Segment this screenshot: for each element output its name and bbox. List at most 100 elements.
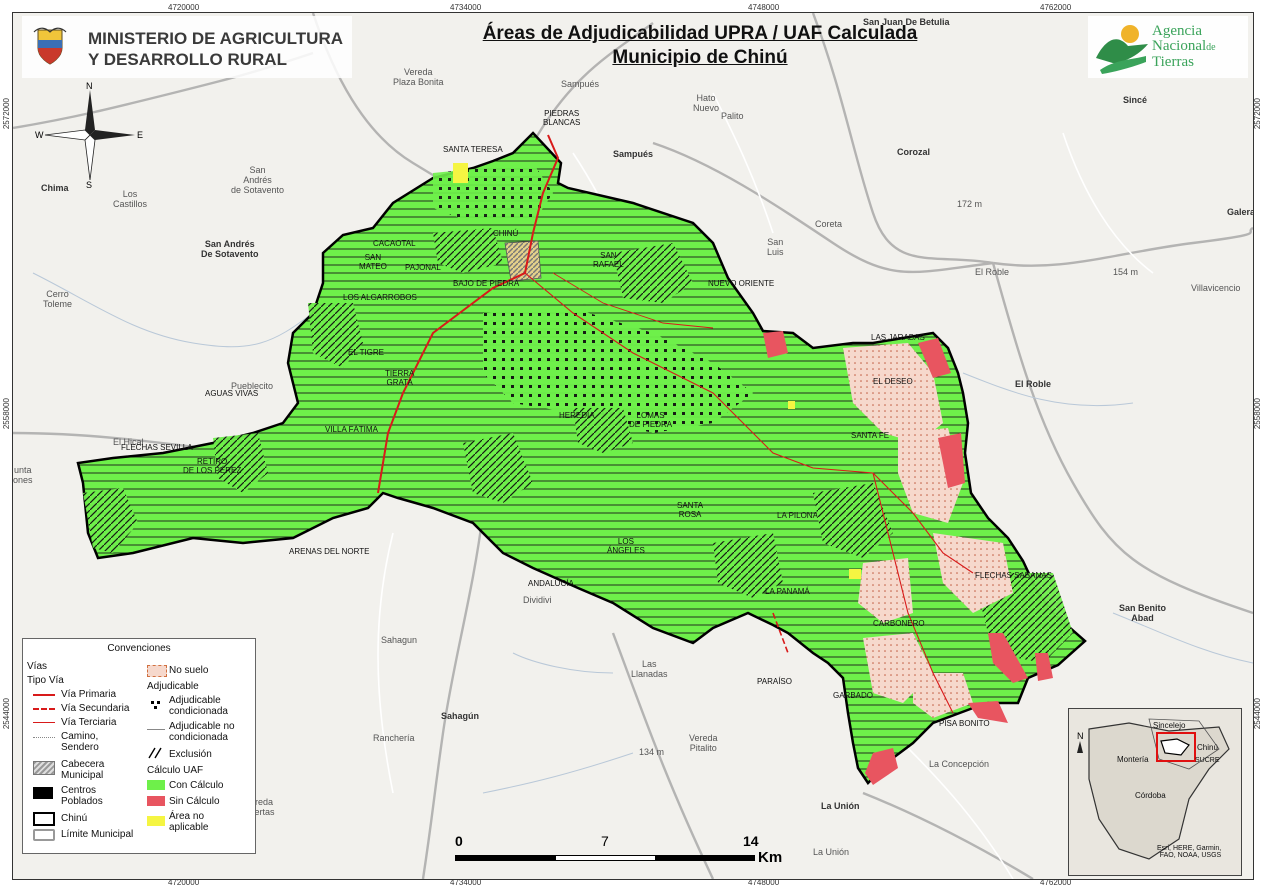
bg-place-since: Sincé xyxy=(1123,95,1148,105)
colombia-crest-icon xyxy=(33,27,67,65)
north-letter: N xyxy=(86,81,93,91)
place-label-tierra: TIERRA GRATA xyxy=(385,369,415,387)
place-label-retiro: RETIRO DE LOS PÉREZ xyxy=(183,457,242,475)
place-label-piedras: PIEDRAS BLANCAS xyxy=(543,109,581,127)
rivers xyxy=(32,272,1253,794)
legend-primaria: Vía Primaria xyxy=(61,689,117,700)
inset-map[interactable]: N Sincelejo Chinú Montería SUCRE Córdoba… xyxy=(1068,708,1242,876)
inset-cordoba: Córdoba xyxy=(1135,791,1166,800)
legend-cabecera: Cabecera Municipal xyxy=(61,759,105,781)
bg-place-roble2: El Roble xyxy=(1015,379,1052,389)
coord-top-3: 4748000 xyxy=(748,3,780,12)
via-terciaria-3 xyxy=(552,272,714,329)
legend-header: Convenciones xyxy=(107,643,171,654)
legend-calculo: Cálculo UAF xyxy=(147,765,204,776)
inset-credits: Esri, HERE, Garmin, FAO, NOAA, USGS xyxy=(1157,845,1222,859)
place-label-carbonero: CARBONERO xyxy=(873,619,925,628)
place-label-jarabas: LAS JARABAS xyxy=(871,333,925,342)
place-label-rosa: SANTA ROSA xyxy=(677,501,704,519)
place-label-andalucia: ANDALUCÍA xyxy=(528,579,574,588)
inset-sucre: SUCRE xyxy=(1195,757,1220,764)
ministry-line2: Y DESARROLLO RURAL xyxy=(88,50,287,69)
legend-camino-swatch xyxy=(33,737,55,738)
via-primaria xyxy=(377,134,560,494)
legend-sin-calculo: Sin Cálculo xyxy=(169,796,220,807)
bg-place-toleme: Cerro Toleme xyxy=(43,289,73,309)
place-label-mateo: SAN MATEO xyxy=(359,253,387,271)
place-label-pilona: LA PILONA xyxy=(777,511,818,520)
agency-line1: Agencia xyxy=(1152,23,1202,39)
place-label-angeles: LOS ÁNGELES xyxy=(607,537,645,555)
north-arrow-icon: N S W E xyxy=(35,81,143,190)
scale-label-0: 0 xyxy=(455,833,463,849)
agency-hands-icon xyxy=(1096,25,1148,74)
legend-no-aplicable: Área no aplicable xyxy=(169,811,209,833)
coord-right-1: 2572000 xyxy=(1253,98,1262,130)
legend-exclusion-swatch xyxy=(148,747,162,759)
adjudicable-condicionada-north xyxy=(433,163,553,223)
coord-left-3: 2544000 xyxy=(2,698,11,730)
bg-place-hical: El Hical xyxy=(113,437,144,447)
legend-adj-no-cond: Adjudicable no condicionada xyxy=(169,721,235,743)
coord-top-1: 4720000 xyxy=(168,3,200,12)
bg-place-pueblecito: Pueblecito xyxy=(231,381,274,391)
place-label-lomas: LOMAS DE PIEDRA xyxy=(629,411,673,429)
scale-bar: 0 7 14 xyxy=(455,833,759,863)
place-label-heredia: HEREDIA xyxy=(559,411,595,420)
scale-seg-3 xyxy=(655,855,755,861)
legend-con-calculo: Con Cálculo xyxy=(169,780,224,791)
bg-place-sanluis: San Luis xyxy=(767,237,784,257)
bg-place-concepcion: La Concepción xyxy=(929,759,990,769)
scale-unit: Km xyxy=(758,849,783,866)
bg-place-sahagun1: Sahagun xyxy=(381,635,418,645)
bg-place-castillos: Los Castillos xyxy=(113,189,148,209)
coord-left-1: 2572000 xyxy=(2,98,11,130)
place-label-algarrobos: LOS ALGARROBOS xyxy=(343,293,417,302)
place-label-pajonal: PAJONAL xyxy=(405,263,441,272)
bg-place-m134: 134 m xyxy=(639,747,665,757)
no-aplicable-zones xyxy=(453,163,861,579)
east-letter: E xyxy=(137,130,143,140)
map-canvas[interactable] xyxy=(13,13,1253,879)
agency-line2b: de xyxy=(1206,42,1216,53)
place-label-tigre: EL TIGRE xyxy=(348,348,385,357)
coord-top-4: 4762000 xyxy=(1040,3,1072,12)
legend-adj-cond-swatch xyxy=(151,701,154,704)
legend-con-calculo-swatch xyxy=(147,780,165,790)
via-terciaria-1 xyxy=(524,272,974,574)
chinu-polygon-con-calculo xyxy=(76,131,1087,785)
bg-place-union2: La Unión xyxy=(813,847,850,857)
legend-no-aplicable-swatch xyxy=(147,816,165,826)
coord-bottom-3: 4748000 xyxy=(748,878,780,887)
chinu-municipality xyxy=(76,131,1087,785)
scale-seg-1 xyxy=(455,855,555,861)
bg-place-rancheria: Ranchería xyxy=(373,733,415,743)
scale-label-14: 14 xyxy=(743,833,759,849)
bg-place-villavicencio: Villavicencio xyxy=(1191,283,1241,293)
bg-place-llanadas: Las Llanadas xyxy=(631,659,668,679)
south-letter: S xyxy=(86,180,92,190)
bg-place-chima: Chima xyxy=(41,183,69,193)
legend-terciaria: Vía Terciaria xyxy=(61,717,117,728)
legend-limite: Límite Municipal xyxy=(61,829,134,840)
bg-place-betulia: San Juan De Betulia xyxy=(863,17,950,27)
bg-place-m154: 154 m xyxy=(1113,267,1139,277)
coord-right-2: 2558000 xyxy=(1253,398,1262,430)
legend-centros: Centros Poblados xyxy=(61,785,103,807)
legend-cabecera-swatch xyxy=(33,761,55,775)
legend-chinu-swatch xyxy=(33,812,55,826)
ministry-logo-block: MINISTERIO DE AGRICULTURA Y DESARROLLO R… xyxy=(22,16,352,78)
inset-svg: N xyxy=(1077,718,1230,860)
place-label-deseo: EL DESEO xyxy=(873,377,913,386)
legend-chinu: Chinú xyxy=(61,813,88,824)
bg-place-sampues2: Sampués xyxy=(613,149,654,159)
roads xyxy=(377,134,974,714)
bg-place-dividivi: Dividivi xyxy=(523,595,552,605)
place-label-garbado: GARBADO xyxy=(833,691,874,700)
map-title: Áreas de Adjudicabilidad UPRA / UAF Calc… xyxy=(430,22,970,70)
bg-place-coreta: Coreta xyxy=(815,219,843,229)
coord-bottom-1: 4720000 xyxy=(168,878,200,887)
via-secundaria xyxy=(772,612,789,654)
bg-place-benito: San Benito Abad xyxy=(1119,603,1167,623)
place-label-bajo: BAJO DE PIEDRA xyxy=(453,279,520,288)
